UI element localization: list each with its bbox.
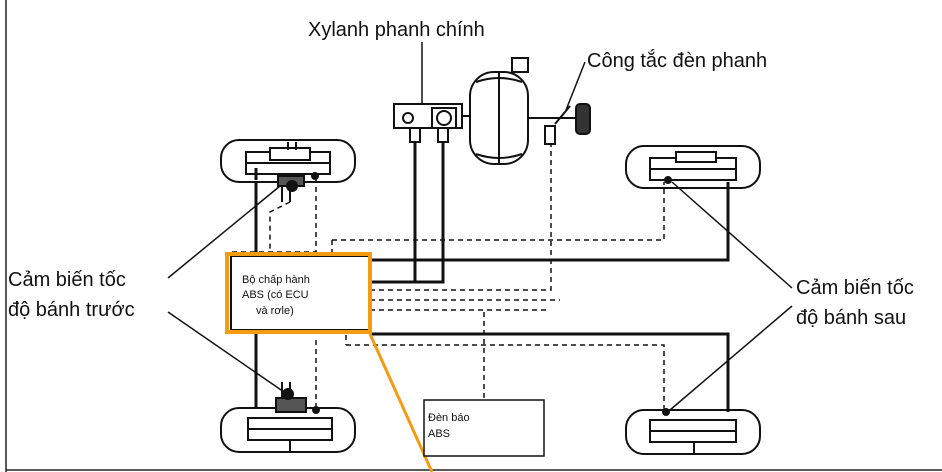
label-rear-sensor-2: độ bánh sau — [796, 307, 906, 329]
wheel-rear-right-sensor — [662, 408, 670, 416]
label-front-sensor-1: Cảm biến tốc — [8, 269, 126, 291]
brake-light-switch-device — [544, 105, 571, 145]
wheel-front-left — [220, 139, 356, 202]
label-rear-sensor-1: Cảm biến tốc — [796, 277, 914, 299]
label-master-cylinder: Xylanh phanh chính — [308, 19, 485, 41]
brake-booster — [469, 57, 591, 165]
rear-sensor-leader-bottom — [669, 305, 793, 411]
label-brake-light-switch: Công tắc đèn phanh — [587, 49, 767, 72]
wheel-rear-left-sensor — [282, 388, 320, 414]
wheel-front-right — [625, 145, 761, 189]
abs-warning-label-1: Đèn báo — [428, 412, 470, 424]
abs-actuator-label-1: Bộ chấp hành — [242, 274, 310, 286]
master-cylinder — [393, 103, 470, 143]
wheel-rear-right — [625, 409, 761, 455]
hydraulic-lines — [254, 142, 730, 412]
front-sensor-leader-bottom — [167, 311, 285, 393]
switch-leader — [565, 61, 586, 111]
wheel-front-right-sensor — [664, 176, 672, 184]
highlight-pointer-line — [368, 333, 434, 472]
front-sensor-leader-top — [167, 185, 281, 279]
abs-actuator-label-2: ABS (có ECU — [242, 289, 309, 301]
abs-actuator-label-3: và rơle) — [256, 305, 294, 317]
abs-warning-lamp-box — [423, 399, 545, 457]
wheel-rear-left — [220, 382, 356, 453]
label-front-sensor-2: độ bánh trước — [8, 299, 135, 321]
abs-warning-label-2: ABS — [428, 428, 450, 440]
wheel-front-left-sensor — [286, 172, 319, 192]
rear-sensor-leader-top — [671, 181, 793, 289]
abs-actuator-highlight — [225, 252, 372, 334]
